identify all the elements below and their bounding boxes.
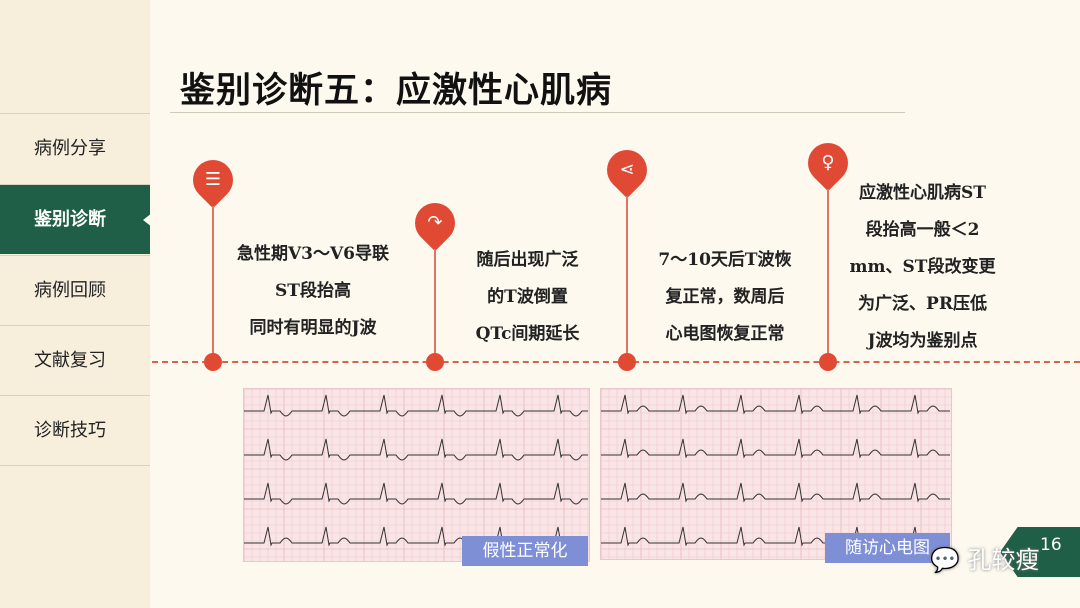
timeline-line: [152, 361, 1080, 363]
text-line: 急性期V3～V6导联: [236, 244, 390, 264]
timeline-dot: [426, 353, 444, 371]
ecg-trace: [601, 482, 950, 503]
text-line: 7～10天后T波恢: [658, 250, 792, 270]
sidebar-item-literature-review[interactable]: 文献复习: [0, 325, 150, 395]
text-line: 的T波倒置: [487, 287, 568, 307]
text-line: 随后出现广泛: [476, 250, 579, 270]
timeline-dot: [204, 353, 222, 371]
share-icon: ⋖: [619, 159, 635, 180]
ecg-trace: [244, 438, 588, 461]
watermark: 💬 孔较瘦: [930, 540, 1040, 575]
divider: [0, 465, 150, 466]
list-icon: ☰: [204, 169, 222, 190]
text-line: 同时有明显的J波: [249, 318, 377, 338]
text-line: J波均为鉴别点: [867, 331, 978, 351]
timeline-text-1: 急性期V3～V6导联 ST段抬高同时有明显的J波: [218, 236, 408, 347]
sidebar-item-case-share[interactable]: 病例分享: [0, 113, 150, 183]
share-arrow-icon: ↷: [427, 212, 443, 233]
sidebar-item-differential-diagnosis[interactable]: 鉴别诊断: [0, 184, 152, 254]
ecg-trace: [601, 394, 950, 415]
timeline-dot: [819, 353, 837, 371]
divider: [170, 112, 905, 113]
text-line: 应激性心肌病ST: [859, 183, 986, 203]
text-line: 复正常，数周后: [665, 287, 785, 307]
ecg-trace: [244, 482, 588, 505]
ecg-image-pseudo-normalization: [243, 388, 590, 562]
wechat-icon: 💬: [930, 546, 960, 574]
text-line: 为广泛、PR压低: [858, 294, 987, 314]
page-title: 鉴别诊断五：应激性心肌病: [180, 71, 613, 111]
text-line: QTc间期延长: [475, 324, 580, 344]
ecg-label: 假性正常化: [462, 536, 588, 566]
ecg-trace: [244, 394, 588, 417]
watermark-text: 孔较瘦: [967, 546, 1040, 574]
sidebar-item-diagnostic-tips[interactable]: 诊断技巧: [0, 395, 150, 465]
page-number: 16: [1000, 527, 1080, 577]
text-line: 段抬高一般＜2: [865, 220, 980, 240]
text-line: mm、ST段改变更: [849, 257, 996, 277]
sidebar: 病例分享 鉴别诊断 病例回顾 文献复习 诊断技巧: [0, 0, 152, 608]
ecg-label: 随访心电图: [825, 533, 950, 563]
timeline-text-2: 随后出现广泛的T波倒置 QTc间期延长: [455, 242, 600, 353]
sidebar-item-case-review[interactable]: 病例回顾: [0, 255, 150, 325]
timeline-text-4: 应激性心肌病ST 段抬高一般＜2 mm、ST段改变更为广泛、PR压低 J波均为鉴别点: [840, 175, 1005, 360]
text-line: 心电图恢复正常: [665, 324, 785, 344]
text-line: ST段抬高: [275, 281, 351, 301]
timeline-dot: [618, 353, 636, 371]
timeline-text-3: 7～10天后T波恢复正常，数周后心电图恢复正常: [640, 242, 810, 353]
lightbulb-icon: ♀: [821, 152, 835, 173]
ecg-trace: [601, 438, 950, 459]
